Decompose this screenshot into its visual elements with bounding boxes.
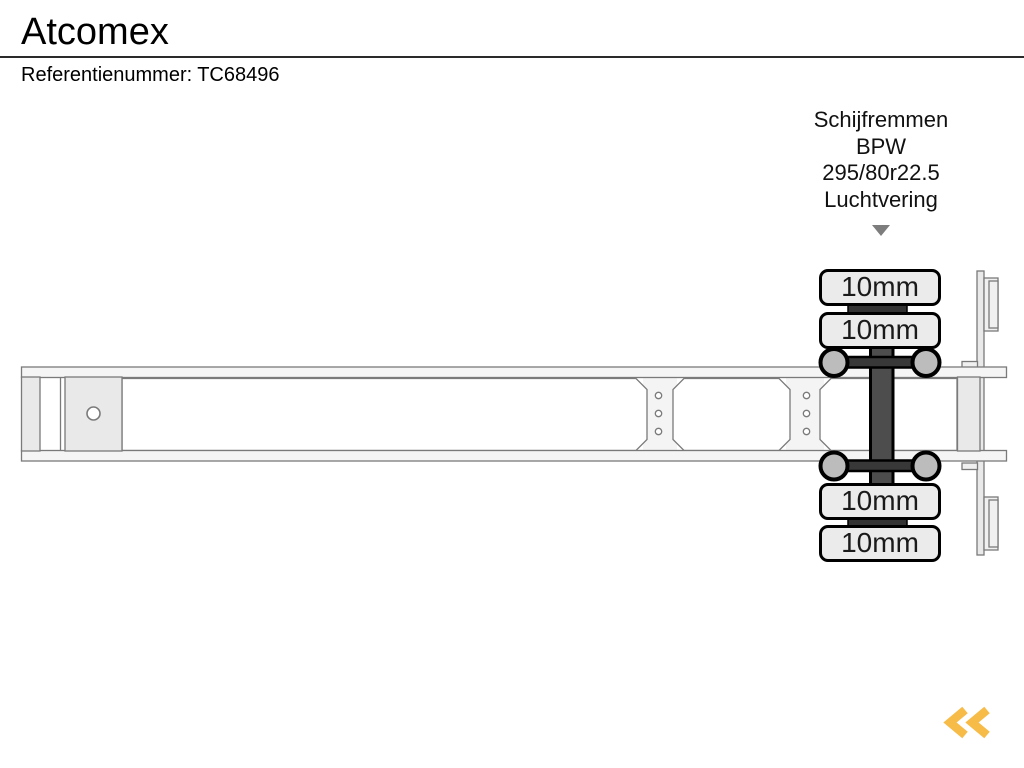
tread-depth-right-outer: 10mm xyxy=(819,525,941,562)
floor-panel xyxy=(672,377,791,452)
tread-depth-left-inner: 10mm xyxy=(819,312,941,349)
bolt-holes xyxy=(654,391,811,436)
triangle-down-icon xyxy=(872,225,890,236)
page-title: Atcomex xyxy=(21,11,169,53)
chassis-rail-bottom xyxy=(20,449,1008,462)
axle-annotation-line: Schijfremmen xyxy=(813,107,949,132)
floor-panel xyxy=(121,377,648,452)
axle-annotation-line: 295/80r22.5 xyxy=(822,160,940,185)
axle-annotation: Schijfremmen BPW 295/80r22.5 Luchtvering xyxy=(770,107,992,213)
header-divider xyxy=(0,56,1024,58)
reference-number: Referentienummer:TC68496 xyxy=(21,64,279,86)
axle-annotation-line: Luchtvering xyxy=(824,186,938,212)
tread-depth-right-inner: 10mm xyxy=(819,483,941,520)
chassis-rail-top xyxy=(20,366,1008,379)
rear-end-beam xyxy=(956,376,981,452)
reference-value: TC68496 xyxy=(197,64,280,86)
rear-light-panel-bottom xyxy=(983,496,999,551)
tread-depth-left-outer: 10mm xyxy=(819,269,941,306)
front-end-block xyxy=(20,376,41,452)
rear-bracket-bottom xyxy=(961,462,979,471)
kingpin-icon xyxy=(86,406,101,421)
rear-light-panel-top xyxy=(983,277,999,332)
axle-assembly xyxy=(818,303,942,527)
reference-label: Referentienummer: xyxy=(21,64,193,86)
suspension-airbags xyxy=(818,347,942,482)
axle-annotation-line: BPW xyxy=(855,133,907,159)
brand-logo-icon xyxy=(943,706,990,739)
